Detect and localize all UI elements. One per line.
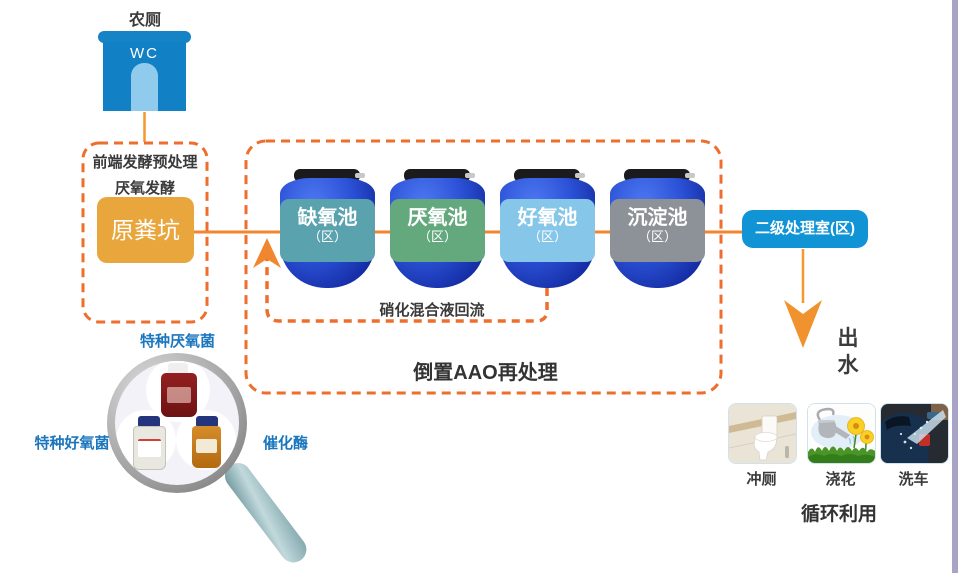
outflow-label: 出 水: [831, 325, 865, 379]
watering-can-handle: [816, 407, 835, 421]
water-spray: [907, 410, 946, 444]
anaerobic-bacteria-label: 特种厌氧菌: [139, 333, 215, 350]
tank-name: 好氧池: [517, 207, 578, 229]
pretreatment-dashed-box: [81, 141, 209, 324]
wc-building-roof: [98, 31, 191, 43]
bottle-label: [196, 439, 217, 453]
tank-plate-aerobic: 好氧池 （区）: [500, 199, 595, 262]
pretreatment-line1: 前端发酵预处理: [92, 154, 198, 171]
red-bottle-cap: [168, 363, 188, 375]
tank-zone: （区）: [417, 229, 457, 244]
recirculation-arrow-icon: [253, 238, 281, 268]
car-window: [885, 416, 911, 430]
carwash-photo-icon: [881, 404, 948, 463]
catalyst-label: 催化酶: [262, 435, 308, 452]
watering-can-body: [818, 422, 837, 439]
tank-zone: （区）: [637, 229, 677, 244]
aao-dashed-box: [244, 139, 723, 395]
aerobic-bacteria-label: 特种好氧菌: [34, 435, 110, 452]
aerobic-bacteria-bottle: [133, 426, 166, 470]
outflow-char2: 水: [837, 354, 859, 377]
tank-name: 厌氧池: [407, 207, 468, 229]
yellow-flowers: [847, 417, 874, 444]
secondary-treatment-box: 二级处理室(区): [742, 210, 868, 248]
tank-plate-sedimentation: 沉淀池 （区）: [610, 199, 705, 262]
reuse-title: 循环利用: [800, 504, 877, 525]
toilet-flush-photo: [728, 403, 797, 464]
recirculation-line: [265, 255, 549, 323]
right-edge-band: [952, 0, 958, 573]
reuse-label-watering: 浇花: [825, 471, 856, 488]
anaerobic-bacteria-bottle: [161, 373, 197, 417]
clear-bottle-cap: [138, 416, 160, 428]
outflow-arrow-icon: [784, 300, 822, 348]
tank-name: 缺氧池: [297, 207, 358, 229]
flowers-photo-icon: [808, 404, 875, 463]
catalyst-bottle: [192, 426, 221, 468]
amber-bottle-cap: [196, 416, 218, 428]
tank-plate-anoxic: 缺氧池 （区）: [280, 199, 375, 262]
reuse-label-carwash: 洗车: [898, 471, 929, 488]
car-wash-photo: [880, 403, 949, 464]
bottle-label: [138, 439, 161, 457]
tank-name: 沉淀池: [627, 207, 688, 229]
reuse-label-flush: 冲厕: [746, 471, 777, 488]
outflow-char1: 出: [837, 327, 859, 350]
tank-plate-anaerobic: 厌氧池 （区）: [390, 199, 485, 262]
toilet-photo-icon: [729, 404, 796, 463]
source-title: 农厕: [128, 12, 161, 29]
aao-title: 倒置AAO再处理: [413, 362, 558, 384]
tank-zone: （区）: [527, 229, 567, 244]
watering-can-spout: [833, 425, 850, 439]
wc-door: [131, 63, 158, 111]
watering-flowers-photo: [807, 403, 876, 464]
bottle-label: [167, 387, 191, 403]
raw-pit-box: 原粪坑: [97, 197, 194, 263]
pretreatment-line2: 厌氧发酵: [114, 180, 175, 197]
wc-sign: WC: [130, 45, 159, 62]
recirculation-label: 硝化混合液回流: [379, 302, 485, 319]
tank-zone: （区）: [307, 229, 347, 244]
